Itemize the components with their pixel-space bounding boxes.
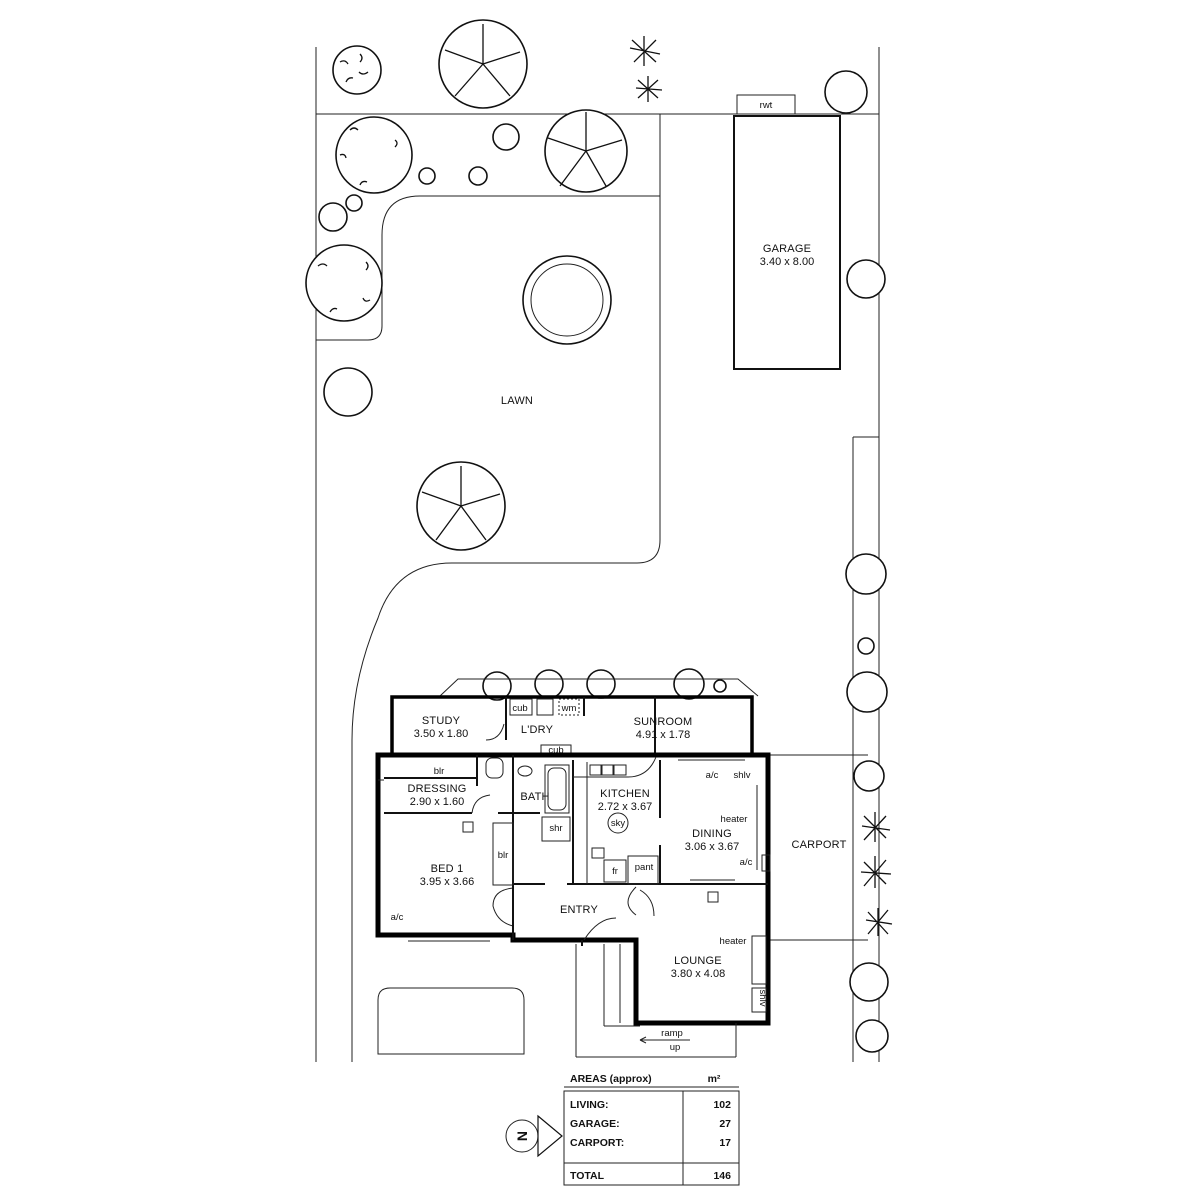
skylight-label: sky (611, 818, 626, 829)
tree-icon (492, 123, 520, 151)
garage: GARAGE 3.40 x 8.00 (733, 115, 841, 370)
air-con-label-2: a/c (740, 857, 753, 868)
cupboard-label-2: cub (548, 745, 563, 756)
fixture-labels: cub wm cub blr blr shr sky fr pant a/c s… (391, 703, 768, 1053)
bed1-dims: 3.95 x 3.66 (420, 876, 474, 888)
dressing-label: DRESSING (407, 783, 466, 795)
sunroom-label: SUNROOM (634, 716, 693, 728)
cupboard-label: cub (512, 703, 527, 714)
lounge-label: LOUNGE (674, 955, 722, 967)
tree-icon (673, 668, 705, 700)
areas-title: AREAS (approx) (570, 1073, 652, 1085)
areas-table: AREAS (approx) m² LIVING: 102 GARAGE: 27… (563, 1073, 740, 1186)
tree-icon (849, 962, 889, 1002)
tree-icon (345, 194, 363, 212)
tree-icon (318, 202, 348, 232)
tree-icon (713, 679, 727, 693)
shelving-label: shlv (734, 770, 751, 781)
carport-label: CARPORT (792, 839, 847, 851)
study-dims: 3.50 x 1.80 (414, 728, 468, 740)
palm-icon (861, 812, 891, 842)
tree-icon (522, 255, 612, 345)
bed1-label: BED 1 (431, 863, 464, 875)
area-total-value: 146 (713, 1170, 731, 1182)
tree-icon (534, 669, 564, 699)
study-label: STUDY (422, 715, 461, 727)
lawn-label: LAWN (501, 395, 533, 407)
carport: CARPORT (770, 436, 879, 1062)
laundry-label: L'DRY (521, 724, 554, 736)
palm-icon (865, 908, 893, 936)
garage-label: GARAGE (763, 243, 811, 255)
kitchen-dims: 2.72 x 3.67 (598, 801, 652, 813)
area-row-label: GARAGE: (570, 1118, 620, 1130)
dressing-dims: 2.90 x 1.60 (410, 796, 464, 808)
lounge-dims: 3.80 x 4.08 (671, 968, 725, 980)
sunroom-dims: 4.91 x 1.78 (636, 729, 690, 741)
air-con-label-3: a/c (391, 912, 404, 923)
room-labels: STUDY 3.50 x 1.80 L'DRY SUNROOM 4.91 x 1… (407, 715, 739, 980)
shelving-label-2: shlv (757, 990, 768, 1007)
built-in-robe-label-2: blr (498, 850, 509, 861)
house (375, 678, 771, 1058)
tree-icon (468, 166, 488, 186)
tree-icon (332, 45, 382, 95)
washing-machine-label: wm (561, 703, 577, 714)
entry-label: ENTRY (560, 904, 599, 916)
tree-icon (845, 553, 887, 595)
tree-icon (857, 637, 875, 655)
tree-icon (323, 367, 373, 417)
area-row-value: 17 (719, 1137, 731, 1149)
north-arrow-icon: N (505, 1114, 563, 1158)
tree-icon (335, 116, 413, 194)
dining-label: DINING (692, 828, 732, 840)
tree-icon (846, 671, 888, 713)
tree-icon (544, 109, 628, 193)
pantry-label: pant (635, 862, 654, 873)
tree-icon (416, 461, 506, 551)
air-con-label: a/c (706, 770, 719, 781)
palm-icon (629, 36, 661, 66)
tree-icons (305, 19, 893, 1053)
tree-icon (846, 259, 886, 299)
area-total-label: TOTAL (570, 1170, 605, 1182)
tree-icon (855, 1019, 889, 1053)
area-row-value: 102 (713, 1099, 731, 1111)
kitchen-label: KITCHEN (600, 788, 650, 800)
tree-icon (586, 669, 616, 699)
areas-unit: m² (708, 1073, 721, 1085)
fridge-label: fr (612, 866, 618, 877)
ramp-label: ramp (661, 1028, 683, 1039)
area-row-value: 27 (719, 1118, 731, 1130)
rainwater-tank: rwt (736, 94, 796, 115)
tree-icon (853, 760, 885, 792)
north-label: N (514, 1131, 530, 1141)
rwt-label: rwt (760, 100, 773, 111)
heater-label: heater (721, 814, 748, 825)
shower-label: shr (549, 823, 562, 834)
area-row-label: LIVING: (570, 1099, 609, 1111)
heater-label-2: heater (720, 936, 747, 947)
palm-icon (860, 856, 892, 888)
palm-icon (635, 76, 663, 102)
tree-icon (418, 167, 436, 185)
tree-icon (438, 19, 528, 109)
area-row-label: CARPORT: (570, 1137, 624, 1149)
dining-dims: 3.06 x 3.67 (685, 841, 739, 853)
tree-icon (824, 70, 868, 114)
built-in-robe-label: blr (434, 766, 445, 777)
garage-dims: 3.40 x 8.00 (760, 256, 814, 268)
garden-bed-outline (316, 114, 661, 1062)
tree-icon (305, 244, 383, 322)
ramp-up-label: up (670, 1042, 681, 1053)
bath-label: BATH (520, 791, 549, 803)
